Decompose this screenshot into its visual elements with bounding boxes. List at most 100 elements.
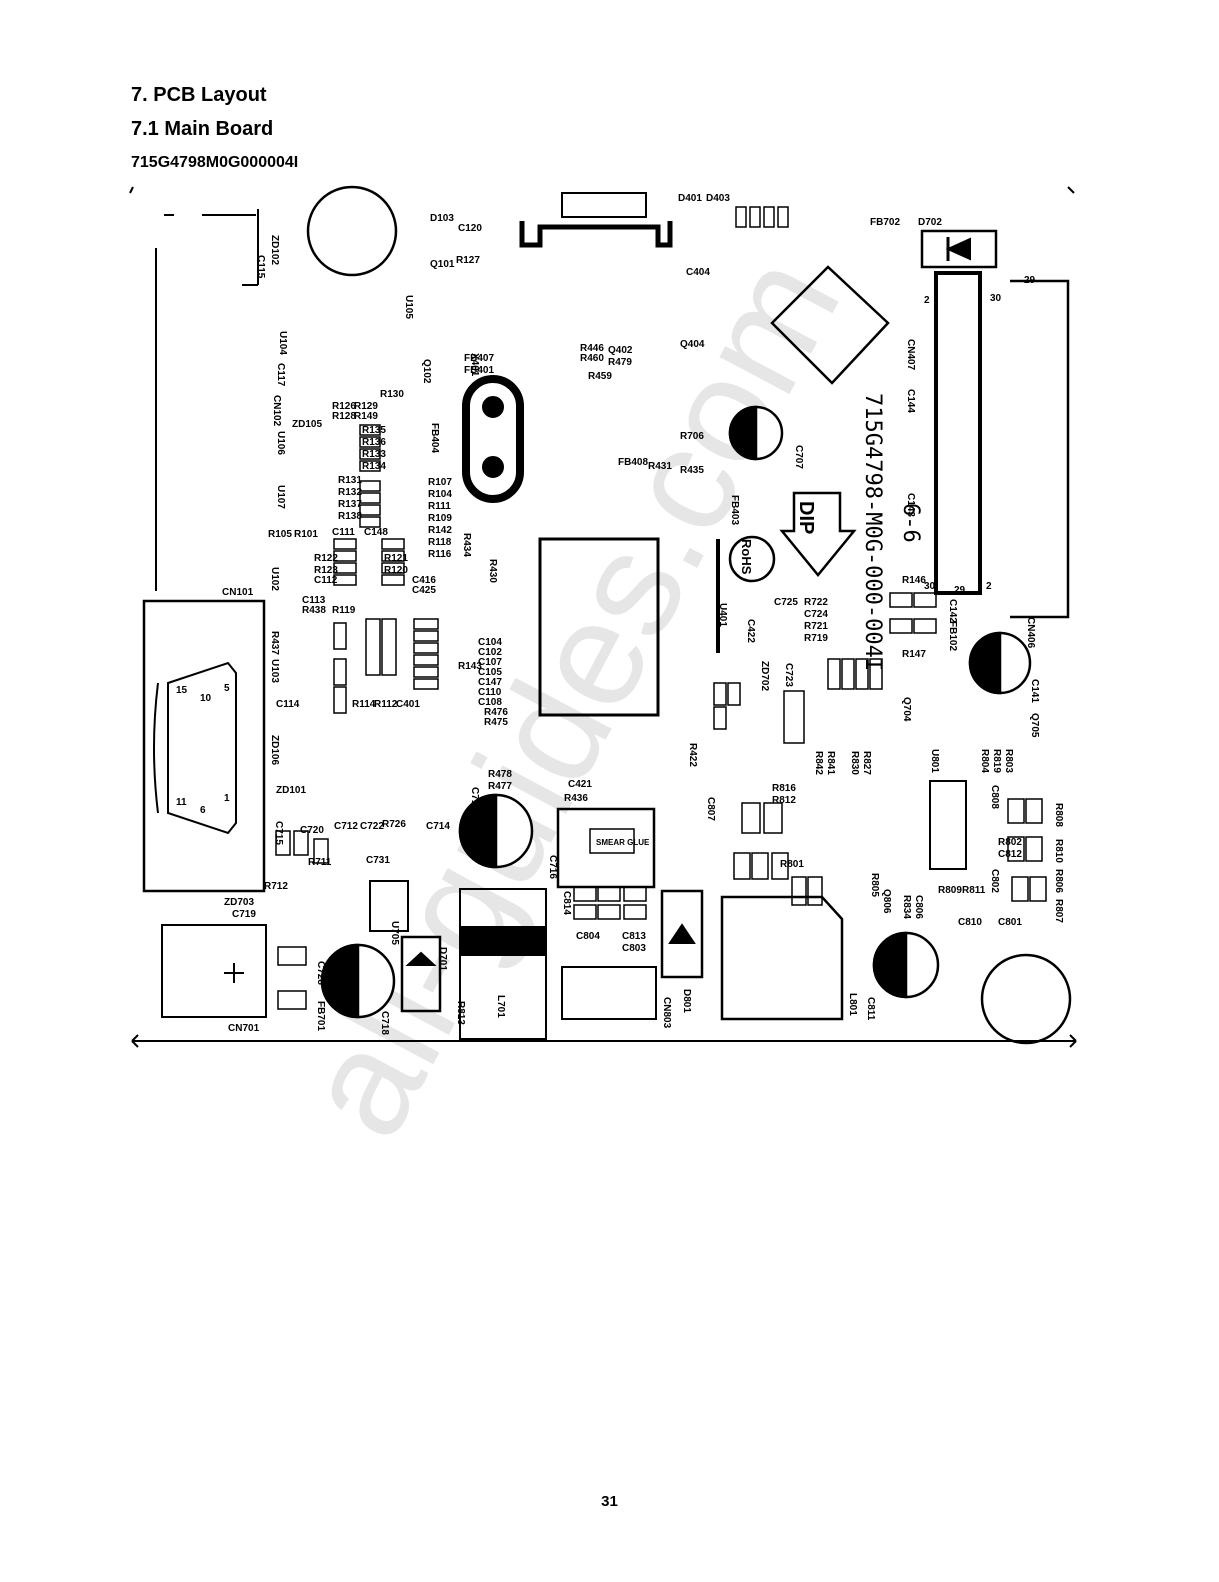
svg-text:R719: R719 — [804, 633, 828, 644]
smear-glue-label: SMEAR GLUE — [596, 838, 650, 847]
svg-text:R721: R721 — [804, 621, 828, 632]
svg-text:R804: R804 — [979, 749, 990, 773]
svg-text:R808: R808 — [1053, 803, 1064, 827]
svg-text:R127: R127 — [456, 255, 480, 266]
svg-text:R711: R711 — [308, 857, 332, 868]
svg-text:R109: R109 — [428, 513, 452, 524]
capacitor-c716 — [458, 793, 534, 869]
svg-text:C421: C421 — [568, 779, 592, 790]
svg-text:R459: R459 — [588, 371, 612, 382]
svg-text:U801: U801 — [929, 749, 940, 773]
capacitor-c811 — [872, 931, 940, 999]
svg-text:C731: C731 — [366, 855, 390, 866]
svg-text:C422: C422 — [745, 619, 756, 643]
svg-text:FB701: FB701 — [315, 1001, 326, 1031]
svg-text:R434: R434 — [461, 533, 472, 557]
svg-text:R123: R123 — [314, 565, 338, 576]
svg-text:C728: C728 — [315, 961, 326, 985]
svg-text:FB408: FB408 — [618, 457, 648, 468]
svg-text:Q102: Q102 — [421, 359, 432, 384]
svg-text:R114: R114 — [352, 699, 376, 710]
svg-text:R134: R134 — [362, 461, 386, 472]
page-number: 31 — [601, 1493, 618, 1510]
svg-text:R147: R147 — [902, 649, 926, 660]
svg-text:C148: C148 — [364, 527, 388, 538]
svg-text:R479: R479 — [608, 357, 632, 368]
svg-text:D103: D103 — [430, 213, 454, 224]
svg-text:U401: U401 — [717, 603, 728, 627]
svg-text:R128: R128 — [332, 411, 356, 422]
svg-text:R807: R807 — [1053, 899, 1064, 923]
svg-text:29: 29 — [1024, 275, 1036, 286]
svg-text:R819: R819 — [991, 749, 1002, 773]
svg-text:D401: D401 — [678, 193, 702, 204]
svg-text:C810: C810 — [958, 917, 982, 928]
svg-text:11: 11 — [176, 797, 187, 808]
svg-text:C718: C718 — [379, 1011, 390, 1035]
board-outline-top-right — [1067, 186, 1075, 194]
svg-text:U705: U705 — [389, 921, 400, 945]
svg-text:C807: C807 — [705, 797, 716, 821]
svg-text:CN701: CN701 — [228, 1023, 260, 1034]
revision-mark: 6-6 — [898, 503, 923, 543]
svg-text:R435: R435 — [680, 465, 704, 476]
svg-text:D801: D801 — [681, 989, 692, 1013]
svg-text:R107: R107 — [428, 477, 452, 488]
svg-text:C401: C401 — [396, 699, 420, 710]
svg-text:R138: R138 — [338, 511, 362, 522]
svg-text:Q705: Q705 — [1029, 713, 1040, 738]
silkscreen-part-number: 715G4798-M0G-000-004I — [860, 393, 885, 671]
svg-text:C102: C102 — [478, 647, 502, 658]
svg-text:R131: R131 — [338, 475, 362, 486]
svg-text:C425: C425 — [412, 585, 436, 596]
svg-text:R146: R146 — [902, 575, 926, 586]
svg-text:C812: C812 — [998, 849, 1022, 860]
svg-text:ZD702: ZD702 — [759, 661, 770, 691]
svg-text:R136: R136 — [362, 437, 386, 448]
svg-text:R436: R436 — [564, 793, 588, 804]
svg-text:R135: R135 — [362, 425, 386, 436]
svg-text:C110: C110 — [478, 687, 502, 698]
svg-text:ZD105: ZD105 — [292, 419, 322, 430]
svg-text:R802: R802 — [998, 837, 1022, 848]
svg-text:R111: R111 — [428, 501, 451, 512]
svg-text:D702: D702 — [918, 217, 942, 228]
capacitor-c718 — [320, 943, 396, 1019]
board-outline-top-left — [129, 186, 134, 194]
capacitor-c141 — [968, 631, 1032, 695]
svg-text:FB404: FB404 — [429, 423, 440, 453]
svg-text:C720: C720 — [300, 825, 324, 836]
svg-text:R811: R811 — [962, 885, 986, 896]
svg-text:R104: R104 — [428, 489, 452, 500]
svg-text:R133: R133 — [362, 449, 386, 460]
svg-text:Q402: Q402 — [608, 345, 633, 356]
svg-text:ZD106: ZD106 — [269, 735, 280, 765]
svg-text:30: 30 — [924, 581, 936, 592]
svg-text:15: 15 — [176, 685, 188, 696]
svg-text:C105: C105 — [478, 667, 502, 678]
svg-text:C804: C804 — [576, 931, 600, 942]
svg-text:C724: C724 — [804, 609, 828, 620]
svg-text:U103: U103 — [269, 659, 280, 683]
svg-text:ZD102: ZD102 — [269, 235, 280, 265]
svg-text:R130: R130 — [380, 389, 404, 400]
svg-text:R143: R143 — [458, 661, 482, 672]
svg-text:R841: R841 — [825, 751, 836, 775]
svg-text:ZD703: ZD703 — [224, 897, 254, 908]
svg-text:R119: R119 — [332, 605, 356, 616]
svg-text:R810: R810 — [1053, 839, 1064, 863]
svg-text:X401: X401 — [469, 353, 480, 377]
svg-text:R116: R116 — [428, 549, 452, 560]
dip-mark: DIP — [795, 501, 817, 534]
svg-text:FB102: FB102 — [947, 621, 958, 651]
svg-text:C811: C811 — [865, 997, 876, 1021]
svg-text:U104: U104 — [277, 331, 288, 355]
svg-text:FB401: FB401 — [464, 365, 494, 376]
svg-text:C803: C803 — [622, 943, 646, 954]
svg-text:CN101: CN101 — [222, 587, 254, 598]
svg-text:C714: C714 — [426, 821, 450, 832]
svg-text:R118: R118 — [428, 537, 452, 548]
svg-text:R706: R706 — [680, 431, 704, 442]
svg-text:10: 10 — [200, 693, 212, 704]
